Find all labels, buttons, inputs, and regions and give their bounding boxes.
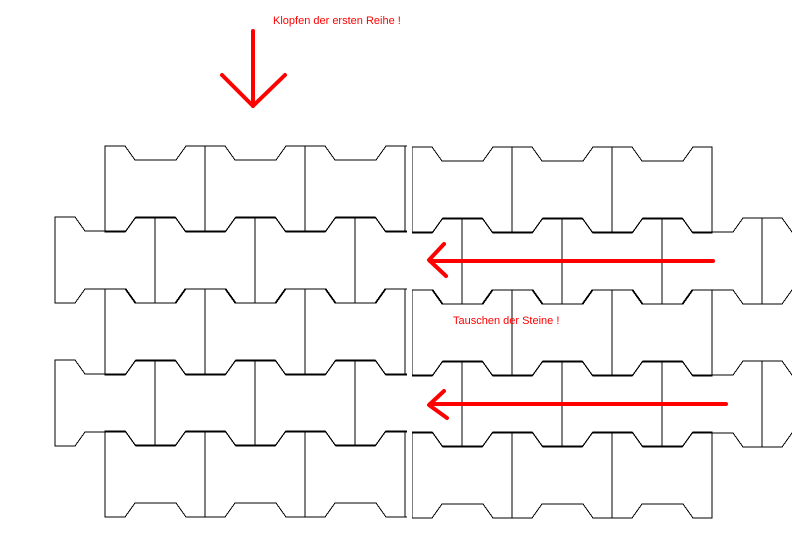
tap-first-row-label: Klopfen der ersten Reihe ! <box>273 15 401 27</box>
swap-stones-label: Tauschen der Steine ! <box>453 315 560 327</box>
left-arrow-icon <box>427 389 728 420</box>
down-arrow-icon <box>220 29 287 108</box>
paving-stone <box>761 360 792 448</box>
paving-stone <box>611 146 713 234</box>
paving-stone <box>611 289 713 377</box>
paving-stone <box>761 217 792 305</box>
paving-stone <box>354 359 407 447</box>
right-stone-block <box>412 146 792 519</box>
left-stone-block <box>54 145 407 518</box>
left-arrow-icon <box>427 242 715 278</box>
paving-stone <box>611 431 713 519</box>
